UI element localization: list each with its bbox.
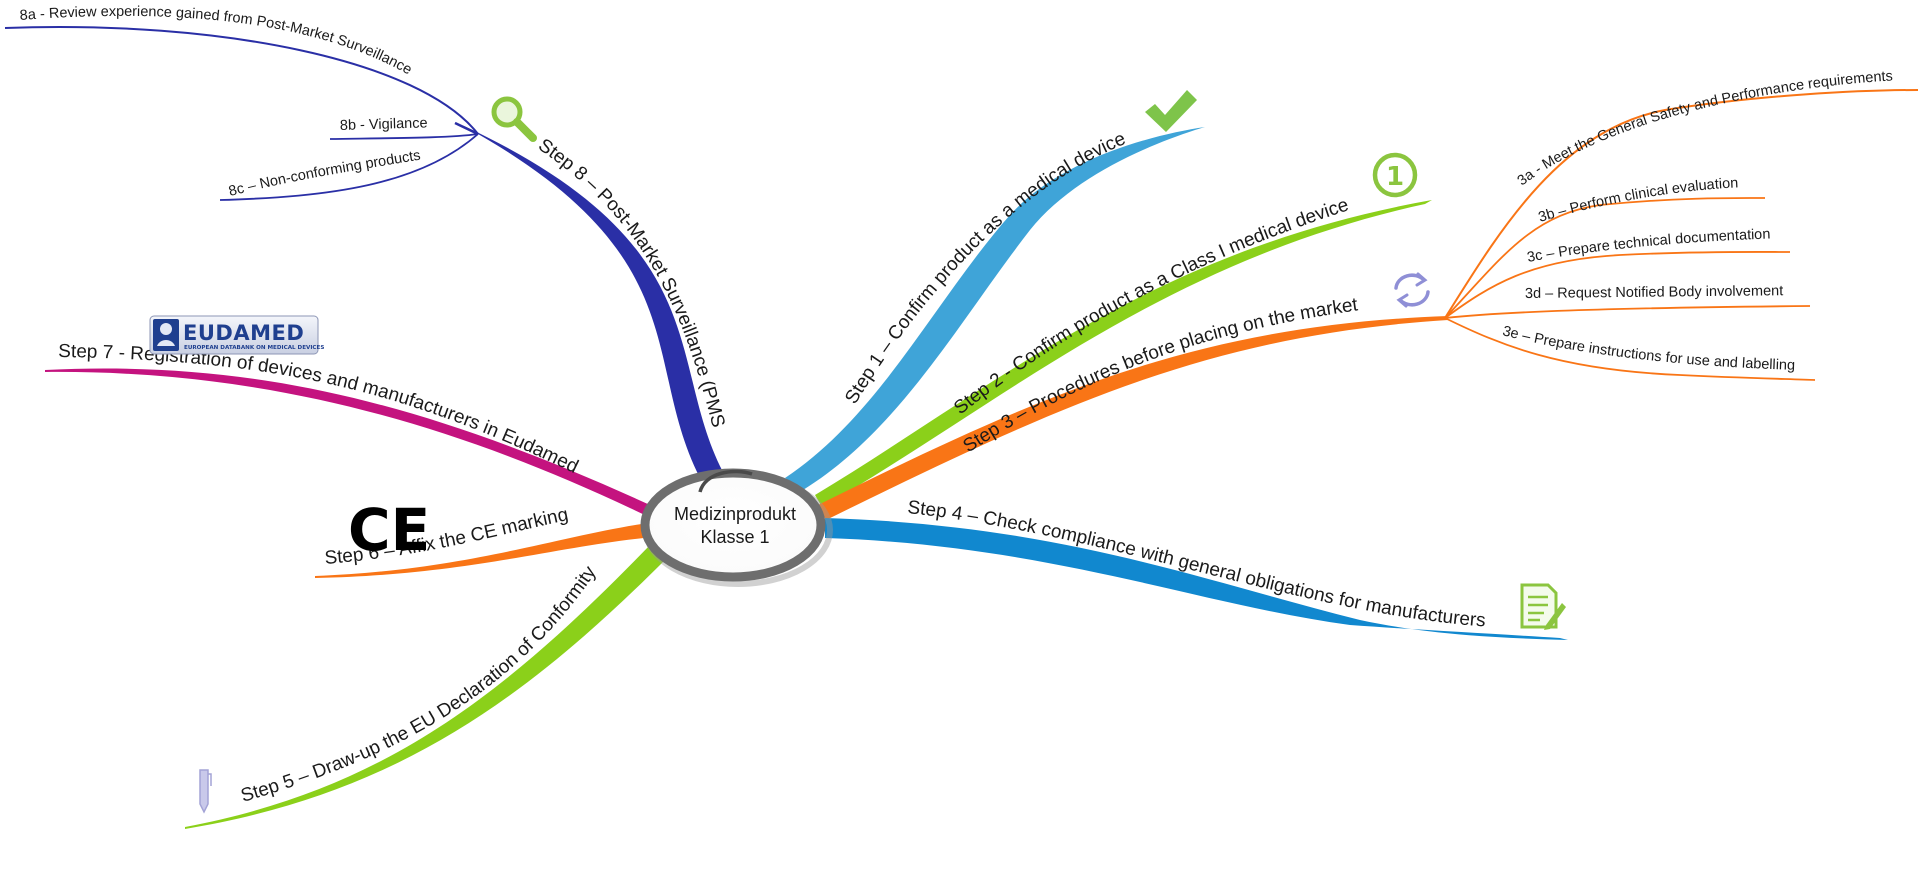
sub-8a-label[interactable]: 8a - Review experience gained from Post-… — [19, 4, 414, 78]
center-line2: Klasse 1 — [700, 527, 769, 547]
magnifier-icon — [491, 96, 537, 142]
sub-3c-label[interactable]: 3c – Prepare technical documentation — [1526, 226, 1771, 265]
branch-step1-line — [785, 127, 1205, 490]
branch-step8-line — [462, 125, 723, 478]
sub-8c-line — [219, 133, 479, 201]
sub-3a-line — [1444, 89, 1919, 319]
document-edit-icon — [1520, 583, 1566, 630]
sub-3b-line — [1444, 197, 1766, 319]
center-line1: Medizinprodukt — [674, 504, 796, 524]
checkmark-icon — [1145, 90, 1197, 132]
eudamed-logo: EUDAMED EUROPEAN DATABANK ON MEDICAL DEV… — [149, 315, 324, 355]
sub-3a-label[interactable]: 3a - Meet the General Safety and Perform… — [1515, 68, 1894, 189]
sub-3b-label[interactable]: 3b – Perform clinical evaluation — [1537, 175, 1739, 225]
svg-text:EUROPEAN DATABANK ON MEDICAL D: EUROPEAN DATABANK ON MEDICAL DEVICES — [184, 345, 324, 351]
sub-3d-line — [1444, 305, 1811, 319]
svg-text:EUDAMED: EUDAMED — [183, 321, 304, 345]
branch-step7-label: Step 7 - Registration of devices and man… — [58, 341, 581, 478]
branch-step5[interactable]: Step 5 – Draw-up the EU Declaration of C… — [185, 545, 665, 829]
sub-3e-label[interactable]: 3e – Prepare instructions for use and la… — [1501, 323, 1795, 373]
sub-8b-label[interactable]: 8b - Vigilance — [340, 115, 428, 134]
branch-step7[interactable]: Step 7 - Registration of devices and man… — [45, 341, 655, 520]
center-node-swirl — [698, 469, 753, 493]
sub-3e-line — [1444, 317, 1816, 381]
ce-mark-icon: CE — [348, 496, 430, 564]
branch-step7-line — [45, 368, 655, 520]
svg-text:1: 1 — [1386, 162, 1404, 192]
sub-8a-line — [4, 25, 479, 135]
branch-step2[interactable]: Step 2 - Confirm product as a Class I me… — [815, 195, 1432, 507]
branch-step8-stem — [454, 121, 479, 136]
branch-step4[interactable]: Step 4 – Check compliance with general o… — [825, 497, 1568, 640]
subtopics-step8: 8a - Review experience gained from Post-… — [4, 4, 479, 201]
svg-text:CE: CE — [348, 496, 430, 564]
branch-step4-label: Step 4 – Check compliance with general o… — [906, 497, 1486, 631]
branch-step8-label: Step 8 – Post-Market Surveillance (PMS — [534, 135, 728, 430]
pen-icon — [199, 769, 212, 814]
branch-step6-line — [315, 522, 655, 578]
sub-3c-line — [1444, 250, 1791, 319]
subtopics-step3: 3a - Meet the General Safety and Perform… — [1444, 68, 1919, 381]
branch-step4-line — [825, 518, 1568, 640]
number-one-badge-icon: 1 — [1372, 152, 1418, 198]
sub-3d-label[interactable]: 3d – Request Notified Body involvement — [1525, 283, 1783, 302]
branch-step5-label: Step 5 – Draw-up the EU Declaration of C… — [238, 562, 600, 807]
center-node-ring — [640, 468, 826, 582]
center-node[interactable]: Medizinprodukt Klasse 1 — [640, 468, 833, 587]
refresh-icon — [1394, 272, 1430, 308]
sub-8b-line — [329, 133, 479, 140]
